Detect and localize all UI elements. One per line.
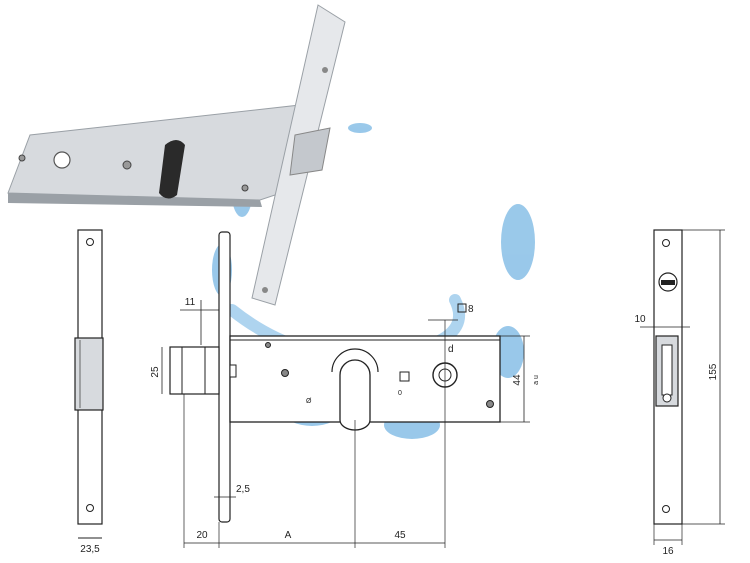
right-screw-hole — [662, 239, 670, 247]
case-screw — [281, 369, 289, 377]
lock-body-3d-edge — [8, 193, 262, 207]
dim-right-offset: 10 — [634, 314, 646, 325]
dim-case-side-label: a u — [533, 375, 540, 385]
dim-backset: A — [285, 530, 292, 541]
faceplate-screw-3d — [262, 287, 268, 293]
dim-faceplate-thickness: 2,5 — [236, 484, 250, 495]
faceplate-side — [218, 231, 231, 523]
latch-bolt-front — [74, 337, 104, 411]
blue-blob — [348, 123, 372, 133]
faceplate-screw-3d — [322, 67, 328, 73]
brand-emblem-mark — [661, 280, 675, 285]
dim-bolt-height: 25 — [150, 366, 161, 378]
keyhole-slot — [339, 359, 371, 431]
dim-right-height: 155 — [708, 363, 719, 380]
spindle-hole-3d — [53, 151, 71, 169]
latch-bolt-3d — [289, 127, 331, 176]
faceplate-front-view-right: 10 155 16 — [634, 229, 725, 557]
dim-spindle-label: d — [448, 344, 454, 355]
faceplate-screw-hole — [86, 238, 94, 246]
right-latch-slot — [661, 344, 673, 396]
lock-perspective-view — [7, 4, 346, 306]
case-screw — [265, 342, 271, 348]
screw-3d — [18, 154, 26, 162]
keyhole-arc — [331, 348, 379, 373]
screw-3d — [122, 160, 132, 170]
screw-3d — [241, 184, 249, 192]
latch-bolt-side — [169, 346, 220, 395]
case-screw — [486, 400, 494, 408]
dim-backset-offset: 20 — [196, 530, 208, 541]
case-small-mark: 0 — [398, 390, 402, 397]
dim-right-width: 16 — [662, 546, 674, 557]
faceplate-front-view-left: 23,5 — [74, 229, 104, 555]
dim-bolt-thickness: 11 — [185, 297, 196, 308]
lock-side-elevation: Ø 0 11 25 2,5 20 A 45 8 d 44 a u — [150, 231, 540, 548]
case-small-square — [399, 371, 410, 382]
latch-stub — [229, 364, 237, 378]
dim-left-bottom-width: 23,5 — [80, 544, 100, 555]
spindle-square-symbol — [457, 303, 467, 313]
case-small-mark: Ø — [306, 398, 312, 405]
faceplate-screw-hole — [86, 504, 94, 512]
lock-body-3d — [7, 104, 301, 201]
right-latch-screw — [662, 393, 672, 403]
dim-center-distance: 45 — [394, 530, 406, 541]
dim-spindle-square: 8 — [468, 304, 474, 315]
right-screw-hole — [662, 505, 670, 513]
blue-blob — [501, 204, 535, 280]
dim-case-height: 44 — [512, 374, 523, 386]
keyhole-3d — [159, 140, 185, 199]
